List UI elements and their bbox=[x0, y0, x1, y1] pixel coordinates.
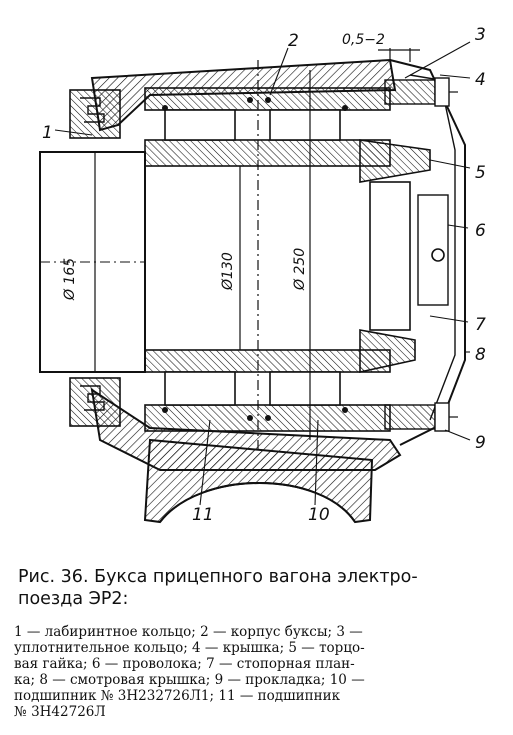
legend-line-5: подшипник № 3Н232726Л1; 11 — подшипник bbox=[14, 688, 341, 704]
callout-1: 1 bbox=[42, 123, 53, 143]
legend-line-4: ка; 8 — смотровая крышка; 9 — прокладка;… bbox=[14, 672, 365, 688]
legend-line-2: уплотнительное кольцо; 4 — крышка; 5 — т… bbox=[14, 640, 365, 656]
callout-9: 9 bbox=[475, 433, 486, 453]
callout-10: 10 bbox=[308, 505, 330, 525]
dim-bore-diameter: Ø130 bbox=[220, 252, 236, 291]
callout-7: 7 bbox=[475, 315, 486, 335]
axle bbox=[39, 151, 146, 373]
dim-outer-diameter: Ø 250 bbox=[292, 248, 308, 291]
labyrinth-ring bbox=[69, 89, 121, 427]
callout-4: 4 bbox=[475, 70, 486, 90]
caption-line-2: поезда ЭР2: bbox=[18, 589, 129, 609]
dimension-lines bbox=[94, 48, 420, 450]
axlebox-drawing: 1 2 3 4 5 6 7 8 9 10 11 0,5−2 Ø 165 Ø130… bbox=[39, 25, 486, 525]
legend-line-1: 1 — лабиринтное кольцо; 2 — корпус буксы… bbox=[14, 624, 363, 640]
callout-5: 5 bbox=[475, 163, 486, 183]
callout-2: 2 bbox=[288, 31, 299, 51]
figure-caption: Рис. 36. Букса прицепного вагона электро… bbox=[18, 566, 503, 610]
callout-6: 6 bbox=[475, 221, 486, 241]
figure-legend: 1 — лабиринтное кольцо; 2 — корпус буксы… bbox=[14, 624, 506, 720]
bearing-lower bbox=[144, 349, 391, 432]
legend-line-3: вая гайка; 6 — проволока; 7 — стопорная … bbox=[14, 656, 355, 672]
caption-line-1: Рис. 36. Букса прицепного вагона электро… bbox=[18, 567, 418, 587]
dim-axle-diameter: Ø 165 bbox=[62, 258, 78, 301]
leader-lines bbox=[54, 41, 471, 506]
dim-gap: 0,5−2 bbox=[342, 32, 385, 48]
bearing-upper bbox=[144, 87, 391, 167]
callout-11: 11 bbox=[192, 505, 214, 525]
callout-3: 3 bbox=[475, 25, 486, 45]
callout-8: 8 bbox=[475, 345, 486, 365]
bolt-upper bbox=[384, 77, 458, 107]
legend-line-6: № 3Н42726Л bbox=[14, 704, 106, 720]
bolt-lower bbox=[384, 402, 458, 432]
end-nut bbox=[359, 139, 431, 373]
